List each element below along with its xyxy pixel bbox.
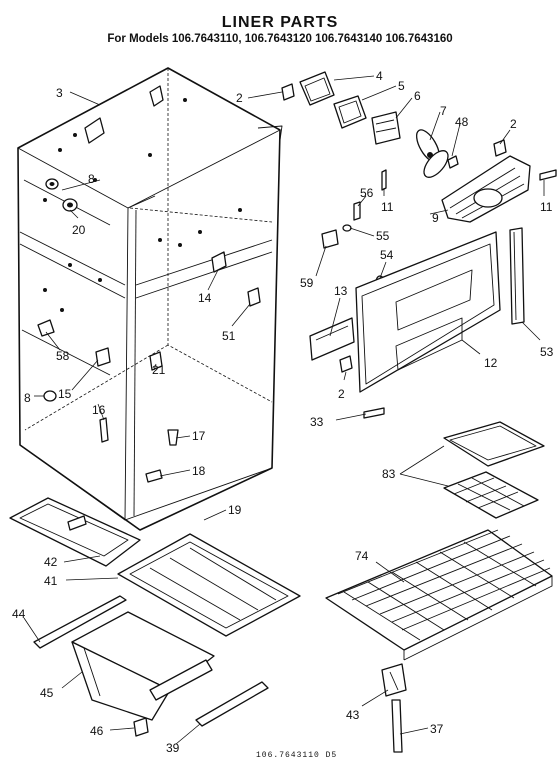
callout-74: 74	[355, 549, 369, 563]
cabinet-liner	[17, 67, 283, 531]
screw-2b	[493, 139, 507, 157]
callout-37: 37	[430, 722, 444, 736]
screw-2c	[339, 355, 353, 373]
callout-11: 11	[540, 200, 553, 214]
light-lens-5	[333, 95, 367, 129]
callout-14: 14	[198, 291, 212, 305]
fan-shroud-9	[441, 155, 531, 223]
screw-11b	[539, 169, 557, 181]
screw-2a	[281, 83, 295, 101]
callout-8: 8	[24, 391, 31, 405]
thermostat-43	[381, 663, 407, 697]
callout-51: 51	[222, 329, 236, 343]
callout-7: 7	[440, 104, 447, 118]
callout-18: 18	[192, 464, 206, 478]
crisper-rail-39	[195, 681, 269, 727]
callout-44: 44	[12, 607, 26, 621]
air-duct-13	[309, 317, 355, 361]
callout-55: 55	[376, 229, 390, 243]
callout-48: 48	[455, 115, 469, 129]
callout-17: 17	[192, 429, 206, 443]
callout-54: 54	[380, 248, 394, 262]
callout-4: 4	[376, 69, 383, 83]
callout-45: 45	[40, 686, 54, 700]
callout-11: 11	[381, 200, 394, 214]
callout-58: 58	[56, 349, 70, 363]
washer-55	[342, 224, 352, 232]
evaporator-cover-12	[355, 231, 501, 393]
callout-2: 2	[338, 387, 345, 401]
callout-46: 46	[90, 724, 104, 738]
callout-33: 33	[310, 415, 324, 429]
callout-15: 15	[58, 387, 72, 401]
ice-bin-83	[443, 421, 545, 467]
callout-42: 42	[44, 555, 58, 569]
diagram-title: LINER PARTS	[221, 14, 339, 31]
bracket-59	[321, 229, 339, 249]
crisper-drawer-45	[71, 611, 215, 721]
callout-2: 2	[236, 91, 243, 105]
model-numbers: For Models 106.7643110, 106.7643120 106.…	[107, 33, 453, 45]
fan-motor-6	[371, 111, 401, 145]
screw-56	[353, 201, 361, 221]
callout-41: 41	[44, 574, 58, 588]
callout-20: 20	[72, 223, 86, 237]
drip-tray-42	[9, 497, 141, 567]
screw-11a	[381, 169, 387, 191]
callout-59: 59	[300, 276, 314, 290]
clip-46	[133, 717, 149, 737]
shelf-frame-41	[117, 533, 301, 637]
callout-56: 56	[360, 186, 374, 200]
callout-8: 8	[88, 172, 95, 186]
crisper-rail-44	[33, 595, 127, 649]
screw-33	[363, 407, 385, 419]
callout-5: 5	[398, 79, 405, 93]
callout-2: 2	[510, 117, 517, 131]
gasket-strip-53	[509, 227, 525, 325]
ice-tray-83	[443, 471, 539, 519]
light-housing-4	[299, 71, 335, 106]
callout-16: 16	[92, 403, 106, 417]
fan-blade-7	[415, 129, 449, 178]
callout-3: 3	[56, 86, 63, 100]
drawing-code: 106.7643110 D5	[256, 751, 338, 760]
callout-53: 53	[540, 345, 554, 359]
callout-43: 43	[346, 708, 360, 722]
callout-19: 19	[228, 503, 242, 517]
callout-13: 13	[334, 284, 348, 298]
callout-9: 9	[432, 211, 439, 225]
capillary-37	[391, 699, 403, 753]
callout-39: 39	[166, 741, 180, 755]
grommet-48	[447, 155, 459, 169]
callout-21: 21	[152, 363, 166, 377]
callout-12: 12	[484, 356, 498, 370]
wire-shelf-74	[325, 529, 553, 661]
callout-6: 6	[414, 89, 421, 103]
callout-83: 83	[382, 467, 396, 481]
